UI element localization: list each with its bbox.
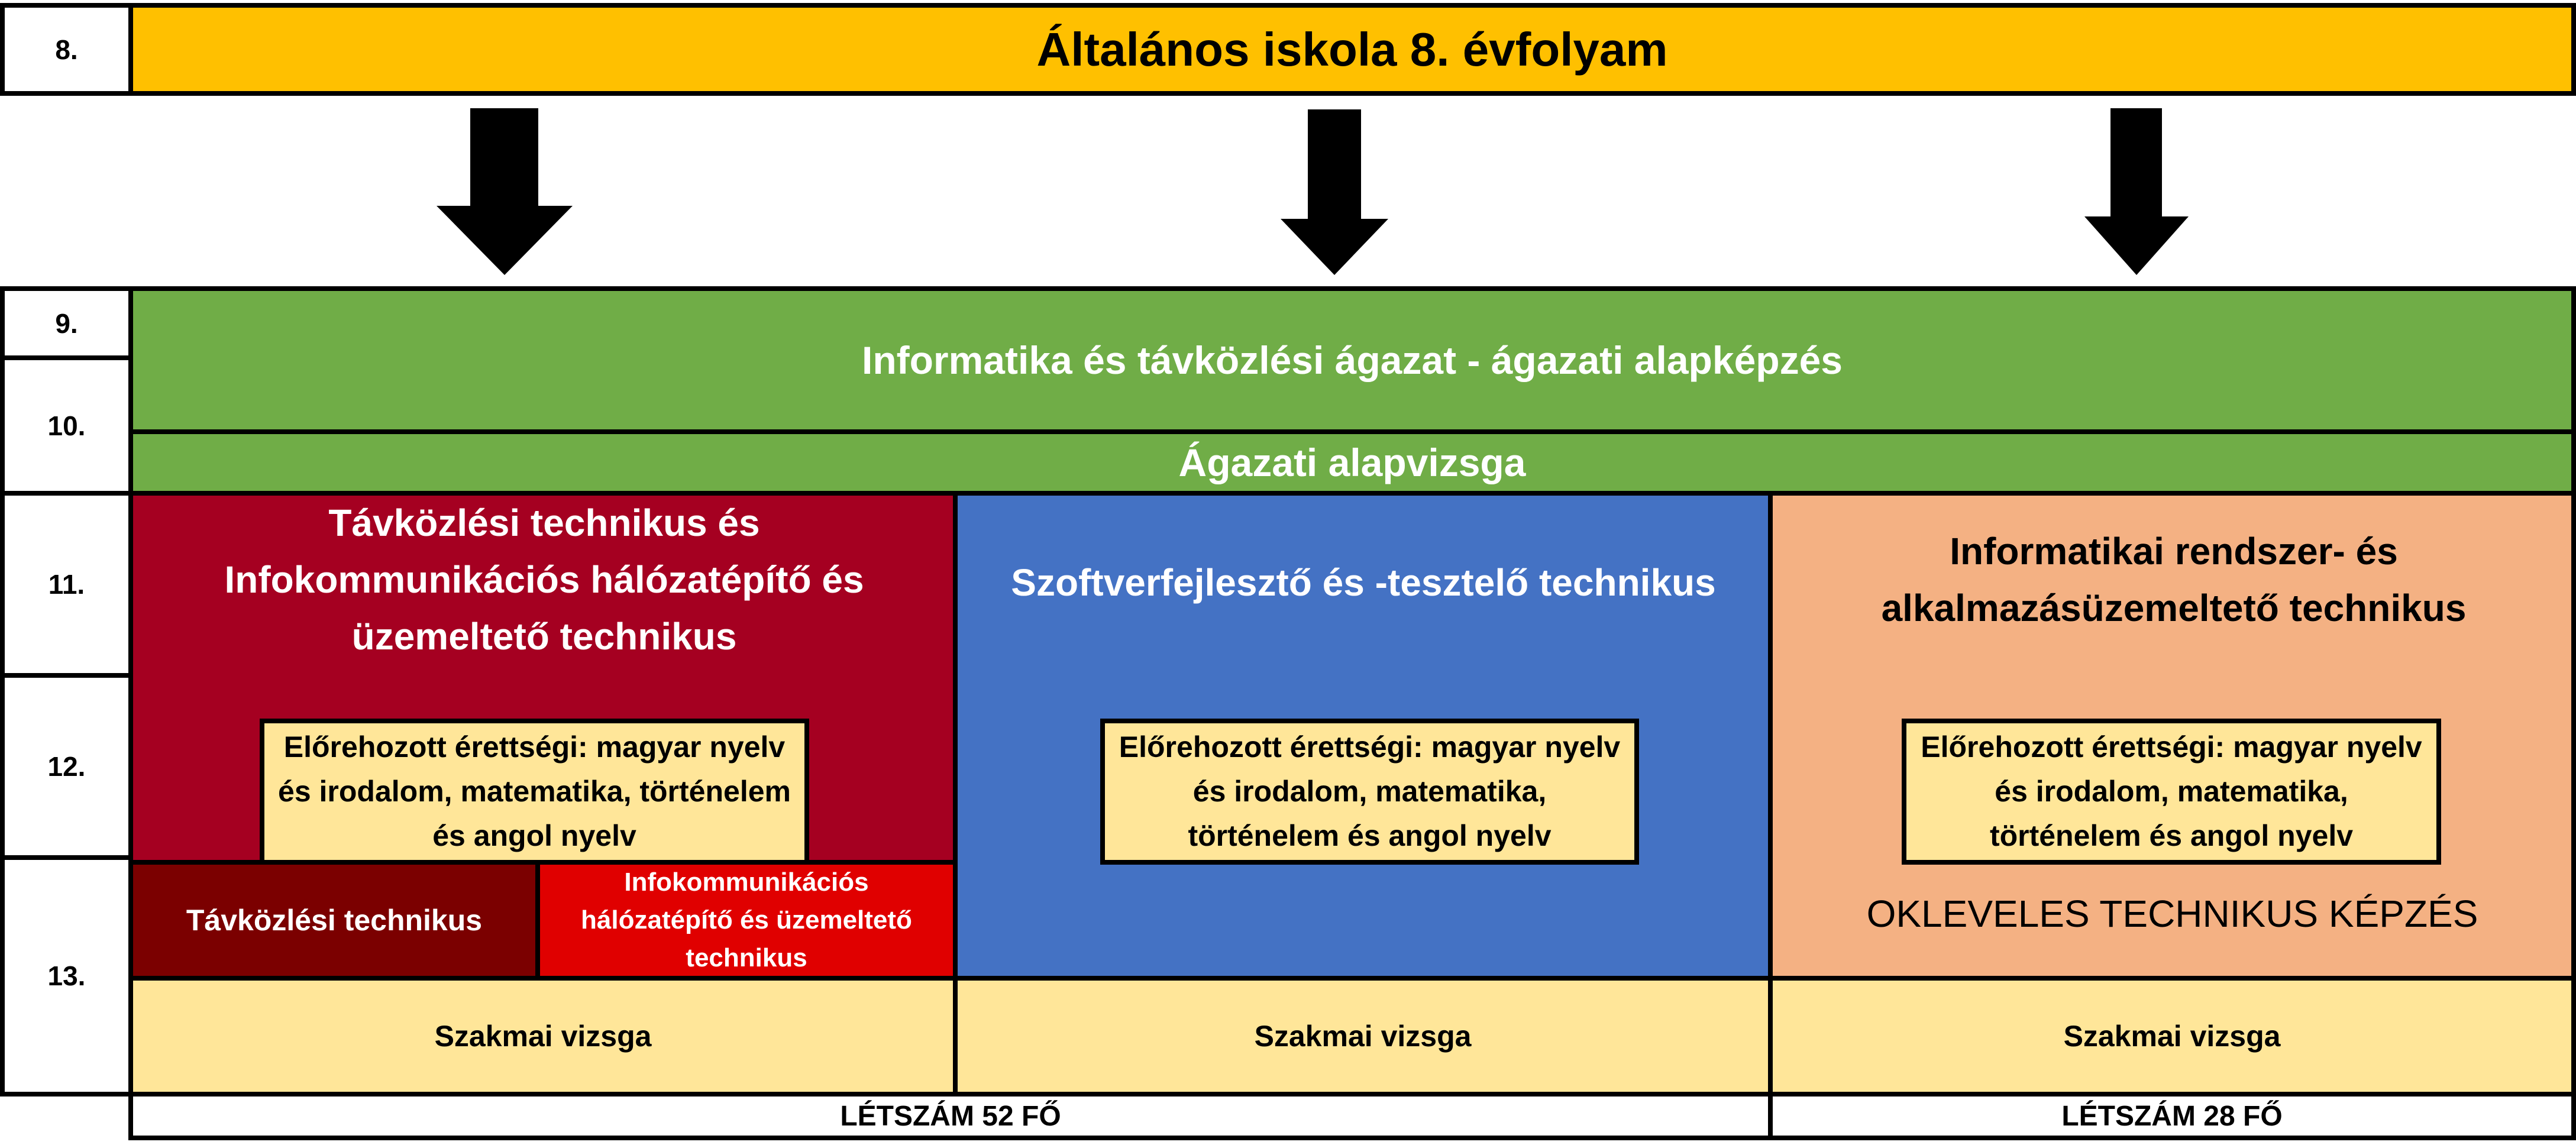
headcount-right: LÉTSZÁM 28 FŐ bbox=[1768, 1092, 2576, 1140]
subtrack-telecom-technician: Távközlési technikus bbox=[128, 860, 540, 981]
early-exam-note-telecom: Előrehozott érettségi: magyar nyelv és i… bbox=[260, 719, 809, 865]
professional-exam-telecom: Szakmai vizsga bbox=[128, 976, 958, 1097]
headcount-left: LÉTSZÁM 52 FŐ bbox=[128, 1092, 1773, 1140]
early-exam-note-software: Előrehozott érettségi: magyar nyelv és i… bbox=[1100, 719, 1639, 865]
sector-exam-bar: Ágazati alapvizsga bbox=[128, 429, 2576, 496]
advanced-technician-training: OKLEVELES TECHNIKUS KÉPZÉS bbox=[1866, 892, 2478, 935]
primary-school-banner: Általános iskola 8. évfolyam bbox=[128, 3, 2576, 96]
professional-exam-it-systems: Szakmai vizsga bbox=[1768, 976, 2576, 1097]
year-8-label: 8. bbox=[0, 3, 133, 96]
arrow-down-icon-right bbox=[2084, 108, 2189, 275]
year-12-label: 12. bbox=[0, 673, 133, 860]
professional-exam-software: Szakmai vizsga bbox=[953, 976, 1773, 1097]
early-exam-note-it-systems: Előrehozott érettségi: magyar nyelv és i… bbox=[1902, 719, 2441, 865]
year-11-label: 11. bbox=[0, 491, 133, 678]
year-10-label: 10. bbox=[0, 355, 133, 496]
year-9-label: 9. bbox=[0, 286, 133, 360]
arrow-down-icon-left bbox=[437, 108, 573, 275]
sector-training-bar: Informatika és távközlési ágazat - ágaza… bbox=[128, 286, 2576, 434]
track-software-title: Szoftverfejlesztő és -tesztelő technikus bbox=[1011, 561, 1716, 604]
subtrack-infocom-technician: Infokommunikációs hálózatépítő és üzemel… bbox=[535, 860, 958, 981]
arrow-down-icon-center bbox=[1281, 109, 1388, 275]
track-telecom-title: Távközlési technikus és Infokommunikáció… bbox=[224, 502, 864, 658]
year-13-label: 13. bbox=[0, 855, 133, 1097]
track-it-systems-title: Informatikai rendszer- és alkalmazásüzem… bbox=[1881, 530, 2467, 629]
